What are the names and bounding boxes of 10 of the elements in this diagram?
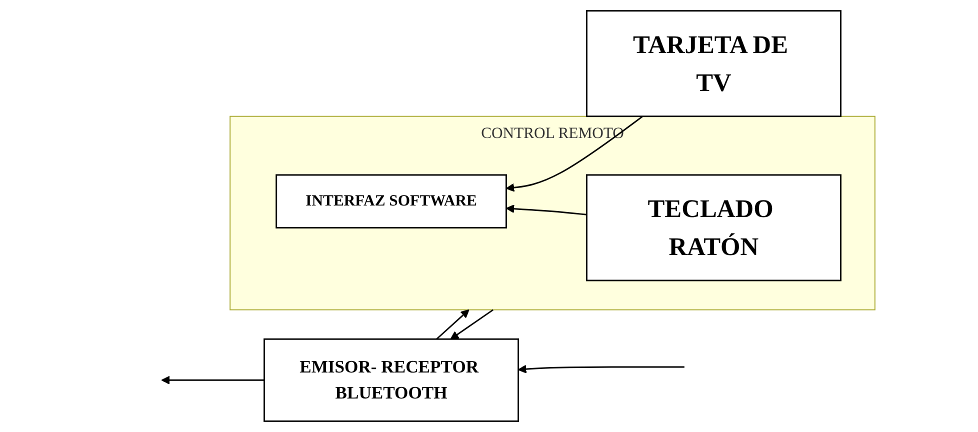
arrow bbox=[436, 309, 470, 340]
arrow bbox=[506, 116, 644, 192]
node-box: TECLADO RATÓN bbox=[586, 174, 842, 282]
node-box: EMISOR- RECEPTOR BLUETOOTH bbox=[264, 338, 520, 422]
arrow bbox=[518, 364, 684, 374]
node-box: TARJETA DE TV bbox=[586, 10, 842, 118]
arrow bbox=[506, 204, 587, 216]
arrow bbox=[450, 309, 494, 340]
node-box: INTERFAZ SOFTWARE bbox=[276, 174, 507, 228]
arrow bbox=[161, 376, 264, 384]
